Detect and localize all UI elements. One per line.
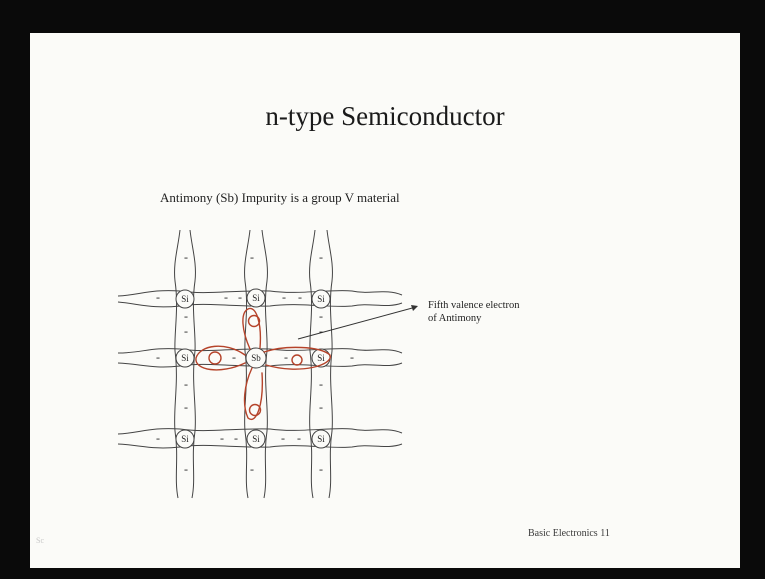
faint-corner-mark: Sc: [36, 536, 44, 545]
electron: -: [184, 309, 188, 323]
electron: -: [281, 431, 285, 445]
electron: -: [238, 290, 242, 304]
atom-label: Si: [252, 434, 260, 444]
crystal-lattice-diagram: Si Si Si Si Sb Si Si Si Si - - - - - - -…: [30, 33, 740, 568]
atom-label: Si: [181, 353, 189, 363]
electron: -: [224, 290, 228, 304]
atom-label: Si: [317, 353, 325, 363]
presentation-slide: n-type Semiconductor Antimony (Sb) Impur…: [30, 33, 740, 568]
electron: -: [319, 250, 323, 264]
atom-label: Sb: [251, 353, 261, 363]
electron: -: [350, 350, 354, 364]
electron: -: [184, 250, 188, 264]
electron: -: [319, 400, 323, 414]
annotation-arrowhead: [411, 305, 418, 311]
electron: -: [220, 431, 224, 445]
handwritten-circled-electron: [249, 316, 260, 327]
atom-label: Si: [181, 294, 189, 304]
electron: -: [184, 400, 188, 414]
electron: -: [319, 377, 323, 391]
electron: -: [297, 431, 301, 445]
electron: -: [250, 462, 254, 476]
atom-label: Si: [317, 294, 325, 304]
electron: -: [156, 431, 160, 445]
electron: -: [184, 462, 188, 476]
electron: -: [298, 290, 302, 304]
electron: -: [184, 324, 188, 338]
annotation-label: Fifth valence electron of Antimony: [428, 299, 520, 325]
handwritten-circled-electron: [209, 352, 221, 364]
electron: -: [156, 350, 160, 364]
electron: -: [232, 350, 236, 364]
electron: -: [184, 377, 188, 391]
electron: -: [284, 350, 288, 364]
electron: -: [319, 324, 323, 338]
electron: -: [282, 290, 286, 304]
annotation-line-2: of Antimony: [428, 312, 520, 325]
atom-label: Si: [317, 434, 325, 444]
annotation-arrow: [298, 307, 416, 339]
atom-label: Si: [181, 434, 189, 444]
electron: -: [250, 250, 254, 264]
slide-footer: Basic Electronics 11: [528, 528, 610, 539]
atom-label: Si: [252, 293, 260, 303]
handwritten-circled-electron: [292, 355, 302, 365]
annotation-line-1: Fifth valence electron: [428, 299, 520, 312]
electron: -: [156, 290, 160, 304]
electron: -: [234, 431, 238, 445]
electron: -: [319, 462, 323, 476]
electron: -: [319, 309, 323, 323]
